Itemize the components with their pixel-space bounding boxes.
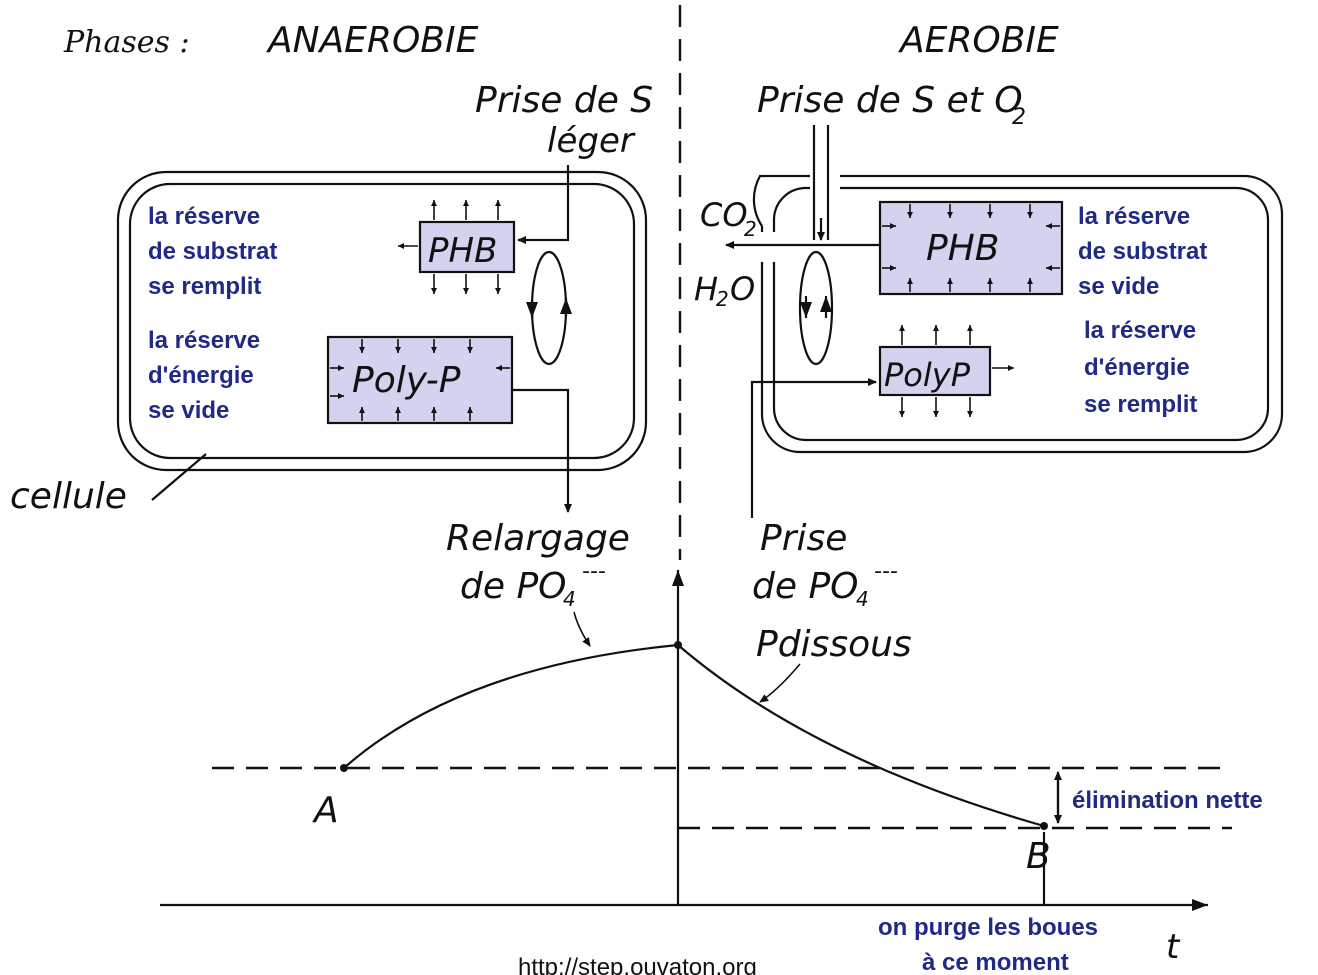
phosphate-uptake-arrow bbox=[752, 382, 876, 518]
phb-label-anaerobic: PHB bbox=[428, 231, 497, 271]
svg-text:la réserve: la réserve bbox=[148, 203, 260, 230]
uptake-curve bbox=[678, 645, 1044, 826]
point-b-marker bbox=[1040, 822, 1048, 830]
net-removal-label: élimination nette bbox=[1072, 787, 1263, 814]
peak-marker bbox=[674, 641, 682, 649]
anaerobic-phase-title: ANAEROBIE bbox=[266, 20, 479, 61]
release-label-line2: de PO bbox=[460, 566, 567, 607]
release-label-line1: Relargage bbox=[446, 518, 630, 559]
anaerobic-substrate-note: la réserve de substrat se remplit bbox=[148, 203, 277, 300]
svg-text:la réserve: la réserve bbox=[148, 327, 260, 354]
phb-label-aerobic: PHB bbox=[926, 228, 999, 269]
svg-text:se vide: se vide bbox=[148, 397, 229, 424]
cell-label-leader bbox=[152, 454, 206, 500]
svg-text:la réserve: la réserve bbox=[1078, 203, 1190, 230]
uptake-po4-charge: --- bbox=[874, 559, 898, 584]
purge-note-line1: on purge les boues bbox=[878, 914, 1098, 941]
aerobic-uptake-subscript: 2 bbox=[1012, 105, 1026, 130]
aerobic-energy-note: la réserve d'énergie se remplit bbox=[1084, 317, 1197, 418]
h2o-o: O bbox=[730, 270, 755, 308]
point-b-label: B bbox=[1026, 836, 1051, 877]
point-a-label: A bbox=[312, 790, 339, 831]
aerobic-metabolic-cycle bbox=[800, 252, 832, 364]
svg-text:la réserve: la réserve bbox=[1084, 317, 1196, 344]
svg-text:se remplit: se remplit bbox=[148, 273, 261, 300]
point-a-marker bbox=[340, 764, 348, 772]
anaerobic-energy-note: la réserve d'énergie se vide bbox=[148, 327, 260, 424]
dissolved-p-label: Pdissous bbox=[756, 624, 912, 665]
uptake-po4-line1: Prise bbox=[760, 518, 847, 559]
h2o-h: H bbox=[694, 270, 718, 308]
aerobic-substrate-note: la réserve de substrat se vide bbox=[1078, 203, 1207, 300]
anaerobic-substrate-uptake-light: léger bbox=[547, 121, 636, 161]
anaerobic-substrate-uptake: Prise de S bbox=[475, 80, 653, 121]
substrate-uptake-arrow bbox=[518, 165, 568, 240]
time-axis-label: t bbox=[1166, 927, 1181, 967]
svg-text:d'énergie: d'énergie bbox=[1084, 354, 1190, 381]
co2-label: CO bbox=[700, 196, 748, 234]
source-url: http://step.ouvaton.org bbox=[518, 954, 757, 975]
cell-label: cellule bbox=[10, 476, 127, 517]
anaerobic-metabolic-cycle bbox=[532, 252, 566, 364]
svg-text:d'énergie: d'énergie bbox=[148, 362, 254, 389]
svg-text:de substrat: de substrat bbox=[148, 238, 277, 265]
polyp-label-aerobic: PolyP bbox=[884, 356, 971, 394]
aerobic-uptake-label: Prise de S et O bbox=[757, 80, 1023, 121]
svg-text:de substrat: de substrat bbox=[1078, 238, 1207, 265]
release-label-charge: --- bbox=[582, 559, 606, 584]
purge-note-line2: à ce moment bbox=[922, 949, 1069, 975]
phases-label: Phases : bbox=[63, 25, 190, 60]
release-curve bbox=[344, 645, 678, 768]
uptake-po4-line2: de PO bbox=[752, 566, 859, 607]
co2-subscript: 2 bbox=[744, 217, 757, 241]
release-leader-arrow bbox=[574, 612, 590, 646]
uptake-po4-subscript: 4 bbox=[856, 587, 869, 611]
uptake-leader-arrow bbox=[760, 664, 800, 702]
svg-text:se vide: se vide bbox=[1078, 273, 1159, 300]
svg-text:se remplit: se remplit bbox=[1084, 391, 1197, 418]
aerobic-phase-title: AEROBIE bbox=[898, 20, 1059, 61]
polyp-label-anaerobic: Poly-P bbox=[352, 360, 461, 401]
h2o-subscript: 2 bbox=[716, 287, 729, 311]
release-label-subscript: 4 bbox=[563, 587, 576, 611]
phosphate-release-arrow bbox=[512, 390, 568, 512]
